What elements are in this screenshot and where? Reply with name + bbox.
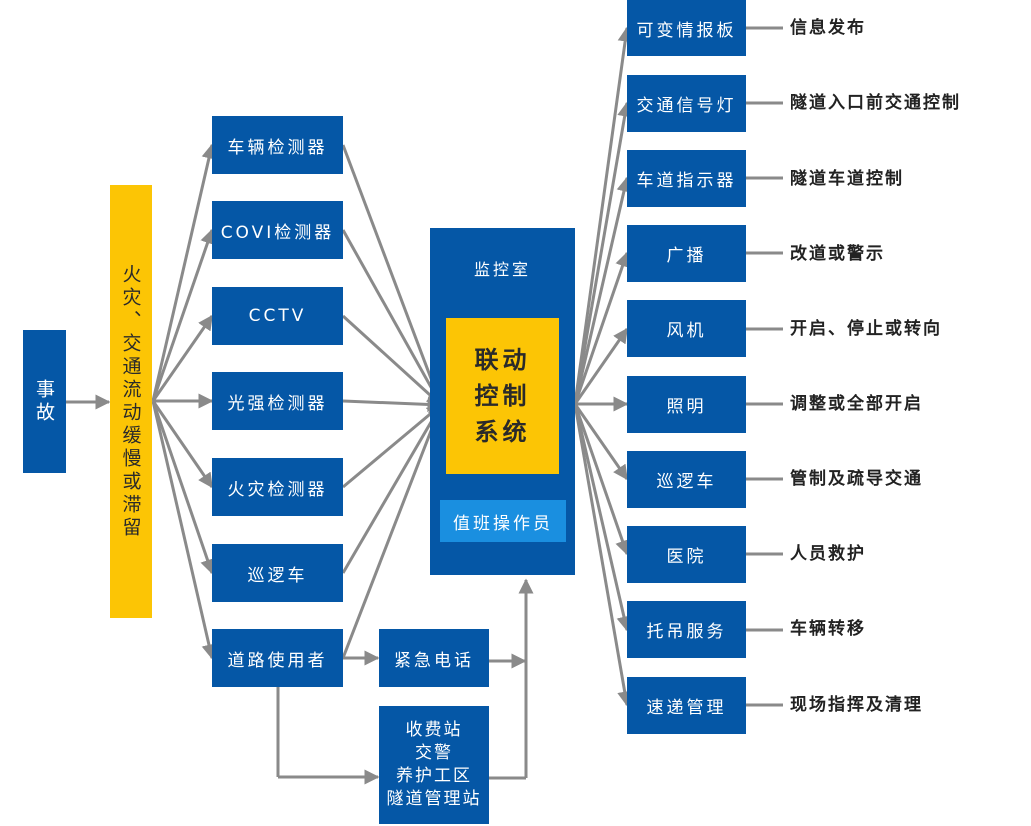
detector-fire: 火灾检测器 (212, 458, 343, 516)
arrow-detector-to-control (341, 144, 444, 407)
arrow-control-to-device (573, 403, 630, 556)
arrow-trigger-to-detector (151, 228, 215, 402)
incident-box: 事故 (23, 330, 66, 473)
device-vms: 可变情报板 (627, 0, 746, 56)
result-lane-control: 隧道车道控制 (790, 169, 904, 189)
device-lighting: 照明 (627, 376, 746, 433)
device-broadcast: 广播 (627, 225, 746, 282)
result-detour-warning: 改道或警示 (790, 244, 885, 264)
result-info-release: 信息发布 (790, 18, 866, 38)
arrow-trigger-to-detector (151, 400, 217, 660)
arrow-trigger-to-detector (151, 400, 214, 489)
result-site-command: 现场指挥及清理 (790, 695, 923, 715)
detector-covi: COVI检测器 (212, 201, 343, 259)
arrow-control-to-device (573, 403, 633, 707)
result-entrance-control: 隧道入口前交通控制 (790, 93, 961, 113)
device-hospital: 医院 (627, 526, 746, 583)
result-vehicle-transfer: 车辆转移 (790, 619, 866, 639)
arrow-control-to-device (573, 101, 633, 405)
arrow-detector-to-control (341, 314, 443, 407)
trigger-box: 火灾、交通流动缓慢或滞留 (110, 185, 152, 618)
device-patrol: 巡逻车 (627, 451, 746, 508)
arrow-trigger-to-detector (151, 400, 215, 575)
control-room-box: 监控室 联动 控制 系统 值班操作员 (430, 228, 575, 575)
arrow-detector-to-control (342, 403, 443, 489)
arrow-detector-to-control (341, 229, 443, 407)
arrow-trigger-to-detector (151, 314, 214, 402)
arrow-control-to-device (573, 403, 629, 481)
detector-vehicle: 车辆检测器 (212, 116, 343, 174)
linkage-control-system: 联动 控制 系统 (446, 318, 559, 474)
arrow-control-to-device (573, 403, 632, 632)
arrow-control-to-device (573, 176, 632, 405)
device-fan: 风机 (627, 300, 746, 357)
arrow-control-to-device (573, 26, 633, 405)
detector-light: 光强检测器 (212, 372, 343, 430)
emergency-phone-box: 紧急电话 (379, 629, 489, 687)
stations-box: 收费站 交警 养护工区 隧道管理站 (379, 706, 489, 824)
arrow-control-to-device (573, 251, 630, 405)
device-tow: 托吊服务 (627, 601, 746, 658)
result-lighting-adjust: 调整或全部开启 (790, 394, 923, 414)
arrow-detector-to-control (342, 396, 443, 412)
detector-patrol: 巡逻车 (212, 544, 343, 602)
result-traffic-control: 管制及疏导交通 (790, 469, 923, 489)
device-lane-indicator: 车道指示器 (627, 150, 746, 207)
detector-road-user: 道路使用者 (212, 629, 343, 687)
arrow-control-to-device (573, 327, 629, 405)
result-fan-operation: 开启、停止或转向 (790, 319, 942, 339)
device-express: 速递管理 (627, 677, 746, 734)
device-traffic-light: 交通信号灯 (627, 75, 746, 132)
arrow-trigger-to-detector (151, 143, 217, 402)
operator-box: 值班操作员 (440, 500, 566, 542)
control-room-label: 监控室 (473, 260, 531, 279)
detector-cctv: CCTV (212, 287, 343, 345)
result-rescue: 人员救护 (790, 544, 866, 564)
arrow-detector-to-control (341, 403, 444, 659)
arrow-detector-to-control (341, 403, 443, 574)
